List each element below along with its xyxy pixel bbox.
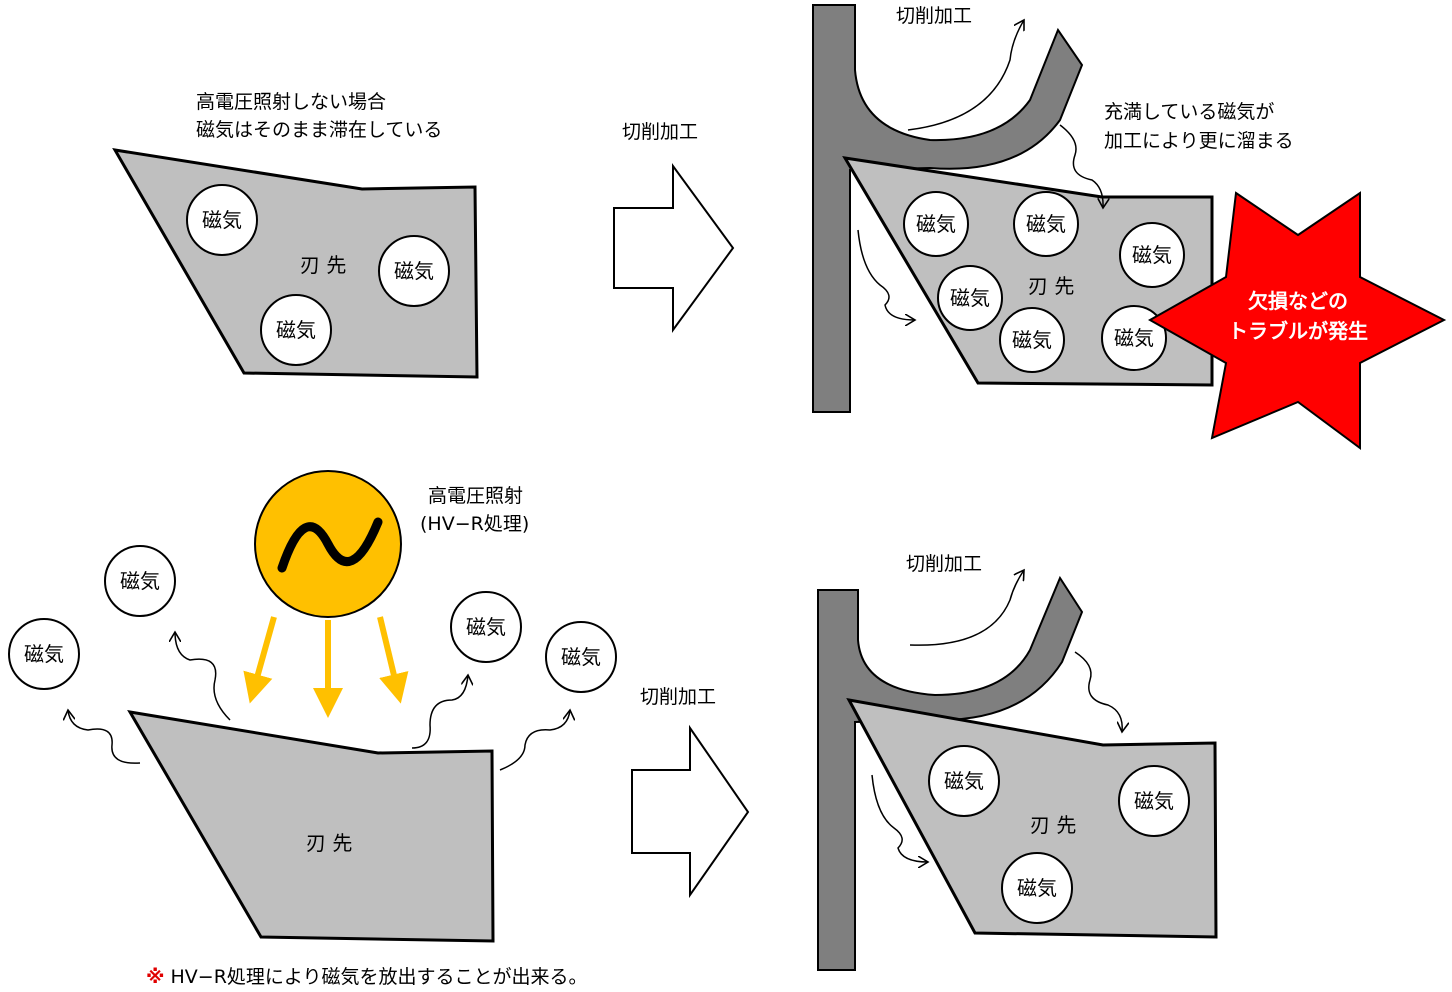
- wavy-arrow-icon: [411, 675, 468, 749]
- wavy-arrow-icon: [175, 632, 231, 721]
- process-arrow-top: 切削加工: [613, 121, 735, 334]
- cutting-label: 切削加工: [906, 553, 982, 575]
- magnetism-circle: 磁気: [545, 621, 617, 693]
- magnetism-circle: 磁気: [1013, 191, 1079, 257]
- magnetism-circle: 磁気: [999, 307, 1065, 373]
- wavy-arrow-icon: [499, 710, 570, 771]
- block-arrow-icon: [631, 724, 750, 899]
- cutting-tool: [812, 4, 1084, 413]
- wavy-arrow-icon: [1074, 651, 1122, 732]
- panel-hv-r-treatment: 高電圧照射 (HV−R処理) 刃 先 磁気 磁気 磁気 磁気: [8, 470, 617, 988]
- magnetism-circle: 磁気: [1119, 222, 1185, 288]
- footnote: ※ HV−R処理により磁気を放出することが出来る。: [146, 966, 588, 988]
- wavy-arrow-icon: [907, 20, 1024, 131]
- star-text-line2: トラブルが発生: [1228, 319, 1368, 343]
- panel-cutting-without-treatment: 切削加工 刃 先 充満している磁気が 加工により更に溜まる 磁気 磁気 磁気 磁…: [812, 4, 1447, 450]
- caption-line2: 磁気はそのまま滞在している: [196, 119, 442, 141]
- magnetism-circle: 磁気: [8, 618, 80, 690]
- magnetism-circle: 磁気: [928, 745, 1000, 817]
- svg-text:磁気: 磁気: [944, 769, 984, 793]
- svg-text:磁気: 磁気: [276, 318, 316, 342]
- svg-text:磁気: 磁気: [1132, 243, 1172, 267]
- svg-text:磁気: 磁気: [394, 259, 434, 283]
- svg-text:磁気: 磁気: [1012, 328, 1052, 352]
- magnetism-circle: 磁気: [1101, 305, 1167, 371]
- panel-no-treatment: 高電圧照射しない場合 磁気はそのまま滞在している 刃 先 磁気 磁気 磁気: [112, 91, 479, 379]
- caption-line1: 充満している磁気が: [1104, 101, 1274, 123]
- note-mark: ※: [146, 966, 164, 988]
- blade-label: 刃 先: [1028, 274, 1074, 298]
- caption-line1: 高電圧照射しない場合: [196, 91, 386, 113]
- wavy-arrow-icon: [909, 570, 1024, 646]
- explosion-star-icon: [1147, 191, 1447, 450]
- svg-text:磁気: 磁気: [1026, 212, 1066, 236]
- cutting-blade: [127, 710, 495, 943]
- svg-text:磁気: 磁気: [202, 208, 242, 232]
- note-text: HV−R処理により磁気を放出することが出来る。: [164, 966, 587, 988]
- wavy-arrow-icon: [871, 774, 928, 862]
- magnetism-circle: 磁気: [186, 184, 258, 256]
- caption-line2: 加工により更に溜まる: [1104, 130, 1294, 152]
- cutting-label: 切削加工: [896, 5, 972, 27]
- cutting-tool: [817, 575, 1084, 971]
- magnetism-circle: 磁気: [104, 545, 176, 617]
- svg-text:磁気: 磁気: [1134, 789, 1174, 813]
- blade-label: 刃 先: [306, 831, 352, 855]
- svg-text:磁気: 磁気: [120, 569, 160, 593]
- magnetism-circle: 磁気: [1118, 765, 1190, 837]
- cutting-label: 切削加工: [622, 121, 698, 143]
- wavy-arrow-icon: [1059, 124, 1103, 208]
- source-label-line2: (HV−R処理): [420, 513, 529, 535]
- magnetism-circle: 磁気: [378, 235, 450, 307]
- svg-text:磁気: 磁気: [916, 212, 956, 236]
- panel-cutting-after-treatment: 切削加工 刃 先 磁気 磁気 磁気: [817, 553, 1218, 971]
- svg-text:磁気: 磁気: [561, 645, 601, 669]
- wavy-arrow-icon: [857, 229, 915, 320]
- magnetism-circle: 磁気: [450, 591, 522, 663]
- radiation-beam: [377, 616, 409, 704]
- blade-label: 刃 先: [1030, 813, 1076, 837]
- high-voltage-source: [254, 470, 402, 618]
- svg-text:磁気: 磁気: [24, 642, 64, 666]
- star-text-line1: 欠損などの: [1248, 289, 1348, 313]
- block-arrow-icon: [613, 162, 735, 334]
- radiation-beam: [243, 616, 277, 704]
- source-label-line1: 高電圧照射: [428, 485, 523, 507]
- sine-wave-icon: [277, 517, 383, 573]
- cutting-label: 切削加工: [640, 686, 716, 708]
- magnetism-circle: 磁気: [1001, 852, 1073, 924]
- magnetism-circle: 磁気: [903, 191, 969, 257]
- process-arrow-bottom: 切削加工: [631, 686, 750, 899]
- blade-label: 刃 先: [300, 253, 346, 277]
- magnetism-circle: 磁気: [937, 265, 1003, 331]
- magnetism-circle: 磁気: [260, 294, 332, 366]
- svg-text:磁気: 磁気: [466, 615, 506, 639]
- wavy-arrow-icon: [68, 710, 141, 764]
- svg-text:磁気: 磁気: [1114, 326, 1154, 350]
- svg-text:磁気: 磁気: [950, 286, 990, 310]
- svg-text:磁気: 磁気: [1017, 876, 1057, 900]
